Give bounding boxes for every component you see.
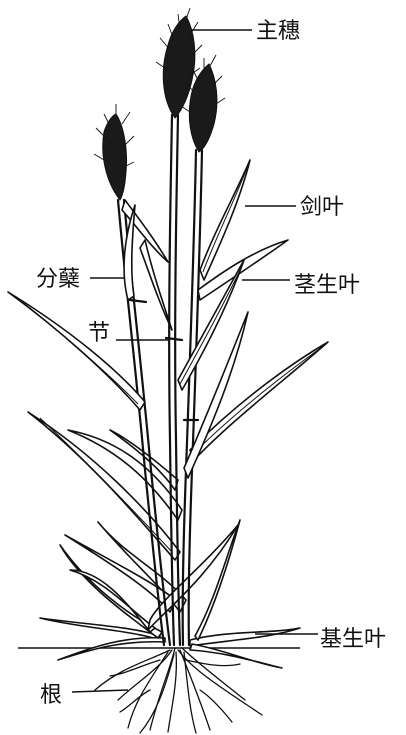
- main-stem: [169, 115, 174, 645]
- label-main-spike: 主穗: [256, 19, 300, 44]
- label-tiller: 分蘖: [36, 267, 80, 292]
- leader-root: [72, 690, 128, 692]
- label-stem-leaf: 茎生叶: [294, 273, 360, 298]
- label-flag-leaf: 剑叶: [300, 195, 344, 220]
- label-node: 节: [88, 321, 110, 346]
- label-basal-leaf: 基生叶: [320, 627, 386, 652]
- label-root: 根: [40, 683, 62, 708]
- tiller-spike: [94, 104, 134, 200]
